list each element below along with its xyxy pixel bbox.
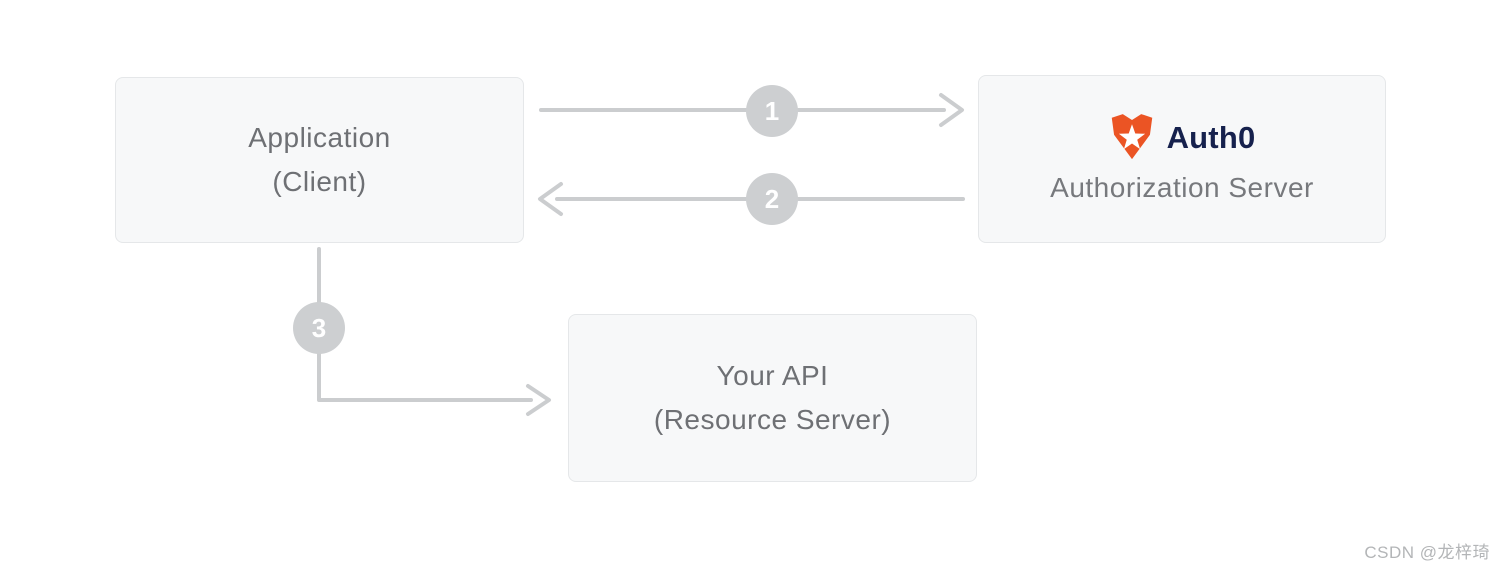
your-api-resource-server-node: Your API (Resource Server) (568, 314, 977, 482)
arrow-step-2-head (538, 182, 563, 216)
auth0-brand-name: Auth0 (1166, 120, 1256, 155)
api-label-line2: (Resource Server) (653, 404, 892, 435)
authorization-server-label: Authorization Server (1050, 172, 1314, 203)
auth0-brand-row: Auth0 (1109, 114, 1256, 162)
arrow-step-1-head (939, 93, 964, 127)
step-1-badge: 1 (746, 85, 798, 137)
application-label-line1: Application (248, 122, 391, 153)
arrow-step-3-head (526, 384, 551, 416)
watermark: CSDN @龙梓琦 (1364, 543, 1490, 562)
auth0-logo-icon (1109, 114, 1155, 162)
application-client-node: Application (Client) (115, 77, 524, 243)
arrow-step-3-line (317, 247, 533, 402)
auth0-authorization-server-node: Auth0 Authorization Server (978, 75, 1386, 243)
step-2-badge: 2 (746, 173, 798, 225)
application-label-line2: (Client) (272, 166, 367, 197)
step-3-badge: 3 (293, 302, 345, 354)
api-label-line1: Your API (716, 360, 829, 391)
